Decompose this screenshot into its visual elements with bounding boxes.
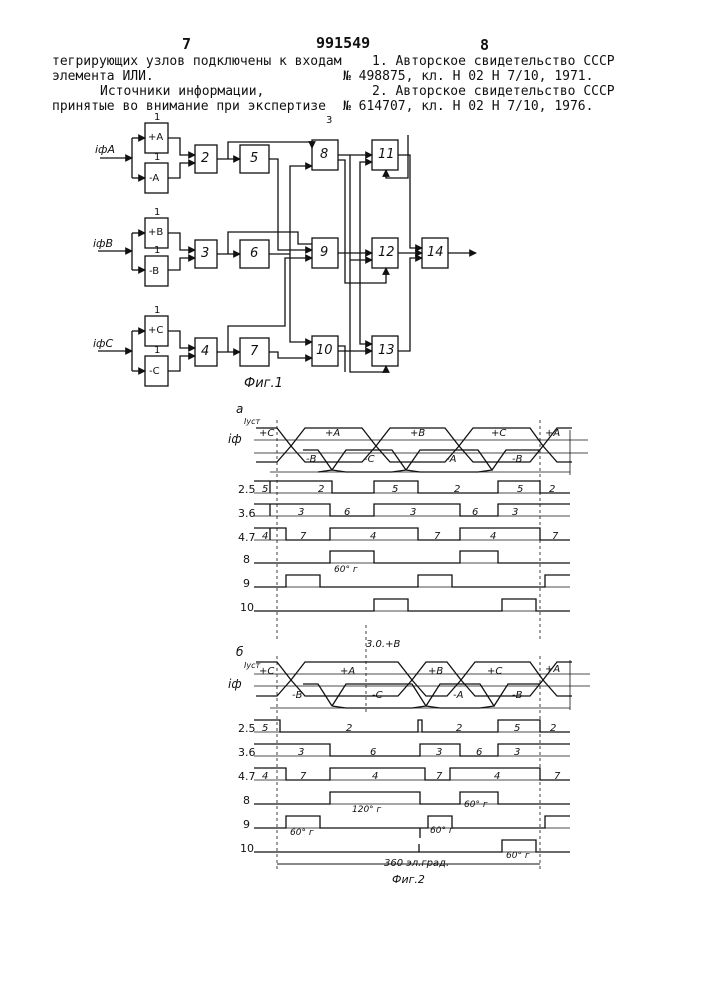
timing-b-r36-3: 3 xyxy=(436,745,442,760)
timing-a-row-label-10: 10 xyxy=(240,600,254,615)
timing-a-upper-4: +C xyxy=(491,426,506,441)
timing-b-row-label-9: 9 xyxy=(243,817,250,832)
timing-a-pulse-label: 60° г xyxy=(334,563,358,578)
timing-a-r25-5: 5 xyxy=(517,482,523,497)
timing-a-r47-6: 7 xyxy=(552,529,558,544)
timing-a-lower-2: -C xyxy=(364,452,375,467)
timing-a-row-label-9: 9 xyxy=(243,576,250,591)
timing-a-upper-2: +A xyxy=(325,426,340,441)
timing-b-r36-1: 3 xyxy=(298,745,304,760)
timing-b-r36-2: 6 xyxy=(370,745,376,760)
timing-a-row-label-36: 3.6 xyxy=(238,506,256,521)
timing-a-upper-5: +A xyxy=(545,426,560,441)
timing-b-span-label: 360 эл.град. xyxy=(384,856,449,871)
timing-b-r47-4: 7 xyxy=(436,769,442,784)
timing-b-r25-3: 2 xyxy=(456,721,462,736)
timing-b-lower-4: -B xyxy=(512,688,522,703)
timing-a-lower-4: -B xyxy=(512,452,522,467)
timing-b-pulse-label-1: 120° г xyxy=(352,803,381,818)
timing-a-row-label-25: 2.5 xyxy=(238,482,256,497)
timing-a-r25-4: 2 xyxy=(454,482,460,497)
timing-b-upper-2: +A xyxy=(340,664,355,679)
timing-a-r25-6: 2 xyxy=(549,482,555,497)
timing-b-lower-3: -A xyxy=(453,688,463,703)
timing-a-r47-2: 7 xyxy=(300,529,306,544)
timing-a-current-label: iф xyxy=(228,432,242,447)
timing-b-r47-2: 7 xyxy=(300,769,306,784)
timing-a-r36-1: 3 xyxy=(298,505,304,520)
timing-b-row-label-47: 4.7 xyxy=(238,769,256,784)
timing-a-r36-2: 6 xyxy=(344,505,350,520)
timing-b-row-label-25: 2.5 xyxy=(238,721,256,736)
timing-b-r25-4: 5 xyxy=(514,721,520,736)
timing-b-r47-6: 7 xyxy=(554,769,560,784)
timing-b-upper-3: +B xyxy=(428,664,443,679)
timing-a-lower-1: -B xyxy=(306,452,316,467)
timing-a-r47-1: 4 xyxy=(262,529,268,544)
timing-b-r25-2: 2 xyxy=(346,721,352,736)
timing-b-r47-5: 4 xyxy=(494,769,500,784)
timing-b-fault-label: 3.0.+B xyxy=(366,637,400,652)
timing-b-current-label: iф xyxy=(228,677,242,692)
timing-a-upper-3: +B xyxy=(410,426,425,441)
timing-a-letter: а xyxy=(236,402,243,417)
timing-b-row-label-10: 10 xyxy=(240,841,254,856)
timing-b-r25-5: 2 xyxy=(550,721,556,736)
timing-b-pulse-label-4: 60° г xyxy=(430,824,454,839)
timing-a-iust: Iуст xyxy=(244,414,260,429)
timing-b-iust: Iуст xyxy=(244,658,260,673)
timing-a-upper-1: +C xyxy=(259,426,274,441)
timing-b-letter: б xyxy=(236,645,243,660)
timing-a-r25-3: 5 xyxy=(392,482,398,497)
timing-b-pulse-label-3: 60° г xyxy=(290,826,314,841)
timing-b-r25-1: 5 xyxy=(262,721,268,736)
timing-b-r36-4: 6 xyxy=(476,745,482,760)
timing-a-row-label-47: 4.7 xyxy=(238,530,256,545)
timing-a-r47-3: 4 xyxy=(370,529,376,544)
timing-a-r25-1: 5 xyxy=(262,482,268,497)
timing-b-r47-1: 4 xyxy=(262,769,268,784)
timing-b-row-label-8: 8 xyxy=(243,793,250,808)
timing-b-lower-2: -C xyxy=(372,688,383,703)
timing-a-r36-3: 3 xyxy=(410,505,416,520)
timing-a-r36-5: 3 xyxy=(512,505,518,520)
timing-b-lower-1: -B xyxy=(292,688,302,703)
timing-a-lower-3: -A xyxy=(446,452,456,467)
timing-a-r25-2: 2 xyxy=(318,482,324,497)
timing-b-pulse-label-2: 60° г xyxy=(464,798,488,813)
timing-b-upper-5: +A xyxy=(545,662,560,677)
timing-b-r36-5: 3 xyxy=(514,745,520,760)
timing-b-pulse-label-5: 60° г xyxy=(506,849,530,864)
timing-a-row-label-8: 8 xyxy=(243,552,250,567)
timing-a-r47-5: 4 xyxy=(490,529,496,544)
timing-b-r47-3: 4 xyxy=(372,769,378,784)
timing-a-r36-4: 6 xyxy=(472,505,478,520)
figure-2-caption: Фиг.2 xyxy=(392,872,425,887)
timing-b-row-label-36: 3.6 xyxy=(238,745,256,760)
timing-a-r47-4: 7 xyxy=(434,529,440,544)
timing-b-upper-4: +C xyxy=(487,664,502,679)
timing-b-upper-1: +C xyxy=(259,664,274,679)
